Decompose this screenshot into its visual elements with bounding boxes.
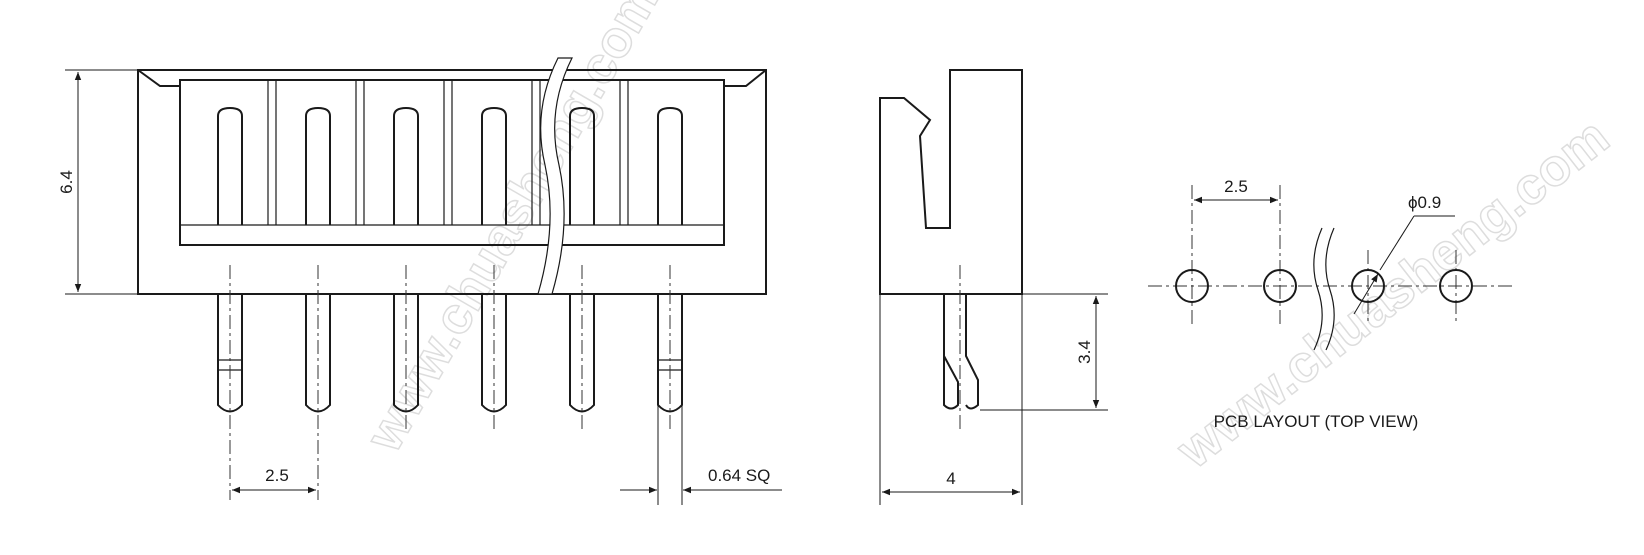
pcb-layout: 2.5 ϕ0.9 PCB LAYOUT (TOP VIEW) [1148,177,1512,431]
dimension-side-width: 4 [879,294,1023,505]
pcb-pitch-label: 2.5 [1224,177,1248,196]
pin-2 [305,106,331,413]
pin-4 [481,106,507,413]
pcb-break-symbol [1313,227,1335,351]
side-pin [943,294,979,410]
pcb-hole-2 [1263,269,1297,303]
top-rim-right [724,69,767,87]
housing-outline [137,69,767,295]
pcb-hole-4 [1439,269,1473,303]
break-symbol [537,57,573,295]
side-width-label: 4 [946,469,955,488]
pin-length-label: 3.4 [1075,340,1094,364]
pin-3 [393,106,419,413]
pcb-hole-1 [1175,269,1209,303]
pin-5 [569,106,595,413]
pin-centerlines [229,265,671,500]
front-view: 6.4 2.5 0.64 SQ [57,57,782,505]
pcb-layout-title: PCB LAYOUT (TOP VIEW) [1214,412,1419,431]
hole-centerlines [1191,185,1457,325]
dimension-pcb-pitch: 2.5 [1194,177,1278,204]
hole-diameter-label: ϕ0.9 [1408,193,1441,212]
cavity-walls [267,80,629,225]
dimension-pitch-front: 2.5 [232,466,316,494]
dimension-pin-length: 3.4 [980,293,1108,411]
pitch-front-label: 2.5 [265,466,289,485]
height-label: 6.4 [57,170,76,194]
top-rim-left [137,69,180,87]
pcb-hole-3 [1351,269,1385,303]
side-housing-outline [879,69,1023,295]
side-view: 4 3.4 [879,69,1108,505]
dimension-pin-size: 0.64 SQ [620,405,782,505]
dimension-hole-diameter: ϕ0.9 [1353,193,1455,315]
dimension-height: 6.4 [57,69,138,295]
pin-size-label: 0.64 SQ [708,466,770,485]
